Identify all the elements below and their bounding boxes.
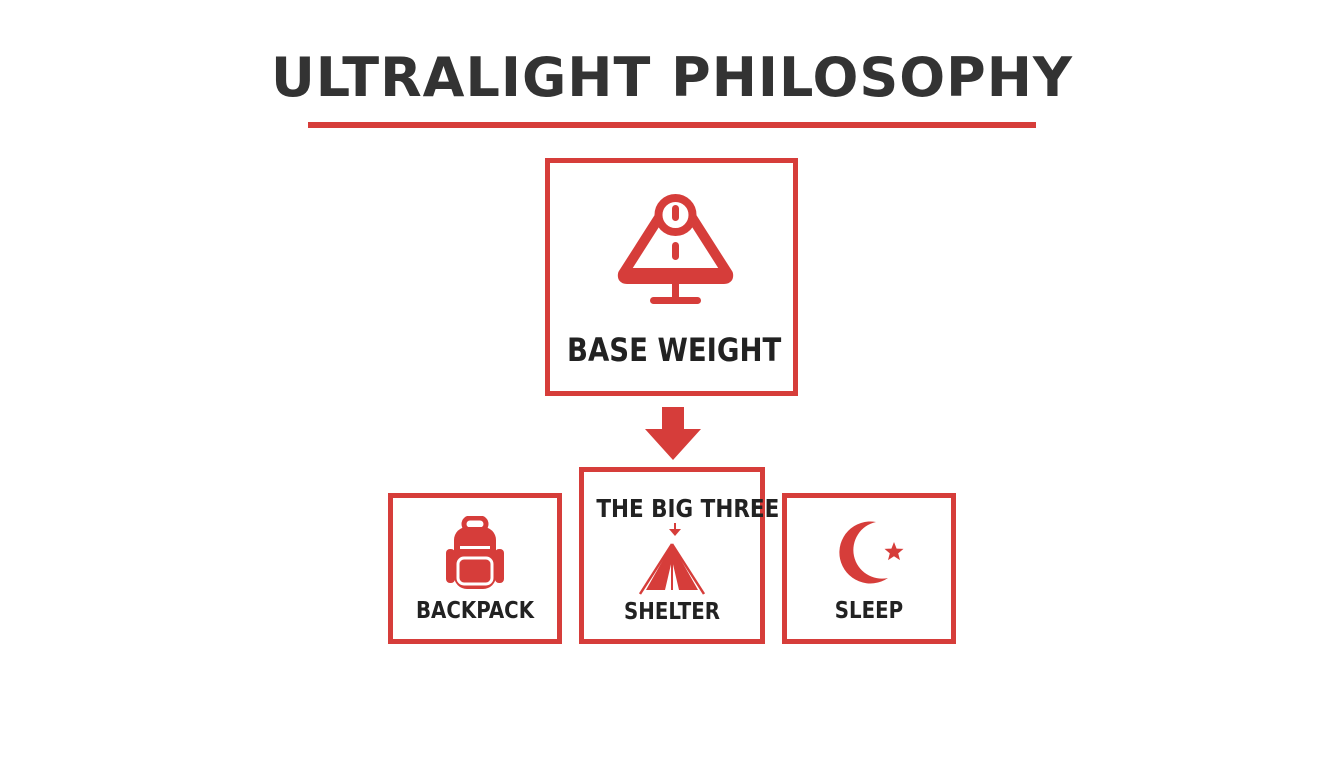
title-underline	[308, 122, 1036, 128]
scale-icon	[617, 194, 734, 304]
base-weight-node: BASE WEIGHT	[545, 158, 798, 396]
base-weight-label: BASE WEIGHT	[567, 331, 782, 369]
tent-icon	[638, 543, 706, 595]
sleep-label: SLEEP	[834, 598, 904, 624]
backpack-icon	[446, 516, 504, 589]
backpack-node: BACKPACK	[388, 493, 562, 644]
shelter-label: SHELTER	[624, 599, 720, 625]
big-three-label: THE BIG THREE	[596, 494, 780, 523]
down-arrow-icon	[645, 407, 701, 460]
backpack-label: BACKPACK	[415, 598, 535, 624]
diagram-title: ULTRALIGHT PHILOSOPHY	[270, 46, 1074, 109]
moon-star-icon	[839, 521, 904, 584]
small-down-arrow-icon	[669, 523, 681, 536]
shelter-node: THE BIG THREE SHELTER	[579, 467, 780, 644]
sleep-node: SLEEP	[782, 493, 956, 644]
